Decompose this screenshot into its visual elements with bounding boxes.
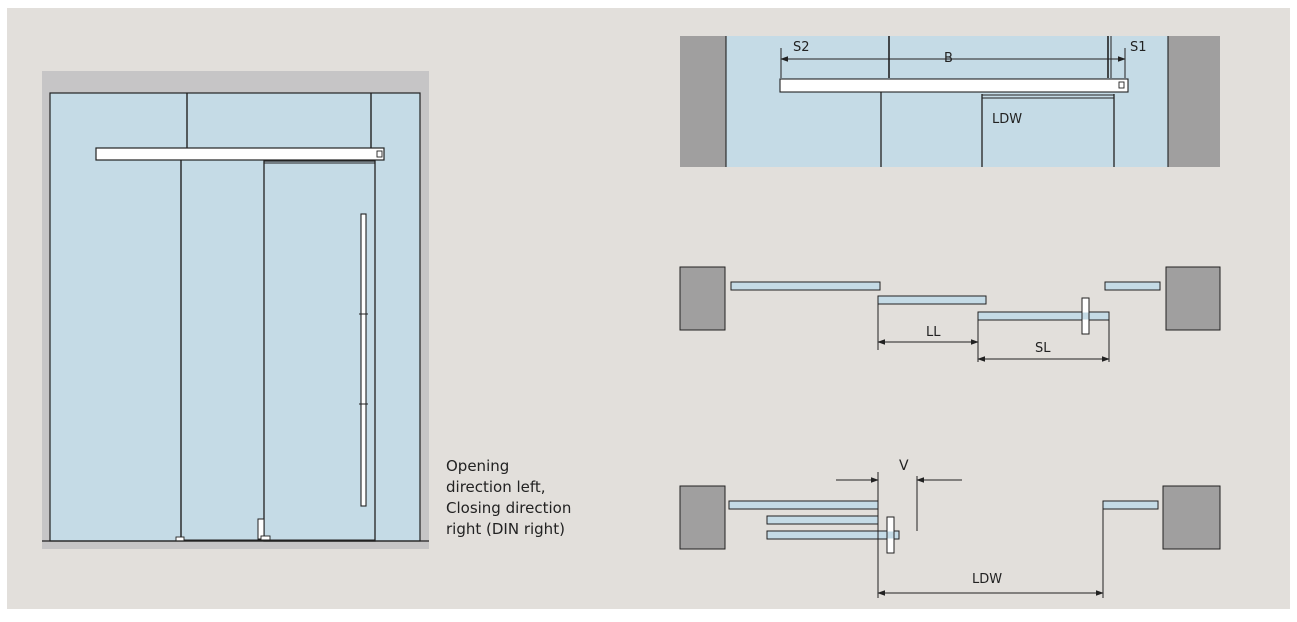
plan1-handle-mask <box>1082 312 1089 320</box>
opening-direction-caption: Opening direction left, Closing directio… <box>446 456 646 540</box>
caption-line-2: direction left, <box>446 478 546 496</box>
plan1-wall-left <box>679 266 726 331</box>
caption-line-3: Closing direction <box>446 499 572 517</box>
plan2-fixed-panel <box>728 500 879 510</box>
label-ll: LL <box>926 325 941 340</box>
plan1-sliding-leaf <box>977 311 1110 321</box>
label-ldw-bottom: LDW <box>972 572 1002 587</box>
plan2-right-panel <box>1102 500 1159 510</box>
front-elevation <box>42 71 429 549</box>
plan1-fixed-panel <box>730 281 881 291</box>
top-view: S2 B S1 LDW <box>680 36 1220 167</box>
top-view-wall-right <box>1168 36 1220 167</box>
plan2-middle-panel <box>766 515 879 525</box>
label-s2: S2 <box>793 40 810 55</box>
label-ldw-top: LDW <box>992 112 1022 127</box>
label-sl: SL <box>1035 341 1051 356</box>
plan-view-closed: LL SL <box>679 266 1221 362</box>
handle-bar <box>360 213 367 507</box>
label-s1: S1 <box>1130 40 1147 55</box>
plan2-handle-mask <box>887 531 894 539</box>
top-view-rail-cap <box>1118 81 1125 89</box>
label-b: B <box>944 51 953 66</box>
label-v: V <box>899 458 909 474</box>
track-end-cap <box>376 150 383 158</box>
plan2-wall-right <box>1162 485 1221 550</box>
plan-view-open: V LDW <box>679 458 1221 598</box>
top-view-wall-left <box>680 36 726 167</box>
plan1-wall-right <box>1165 266 1221 331</box>
plan1-middle-panel <box>877 295 987 305</box>
elevation-glass-area <box>49 92 421 542</box>
caption-line-4: right (DIN right) <box>446 520 565 538</box>
top-view-rail <box>779 78 1129 93</box>
plan1-right-panel <box>1104 281 1161 291</box>
track-rail <box>95 147 385 161</box>
plan2-wall-left <box>679 485 726 550</box>
plan2-sliding-leaf <box>766 530 900 540</box>
caption-line-1: Opening <box>446 457 510 475</box>
